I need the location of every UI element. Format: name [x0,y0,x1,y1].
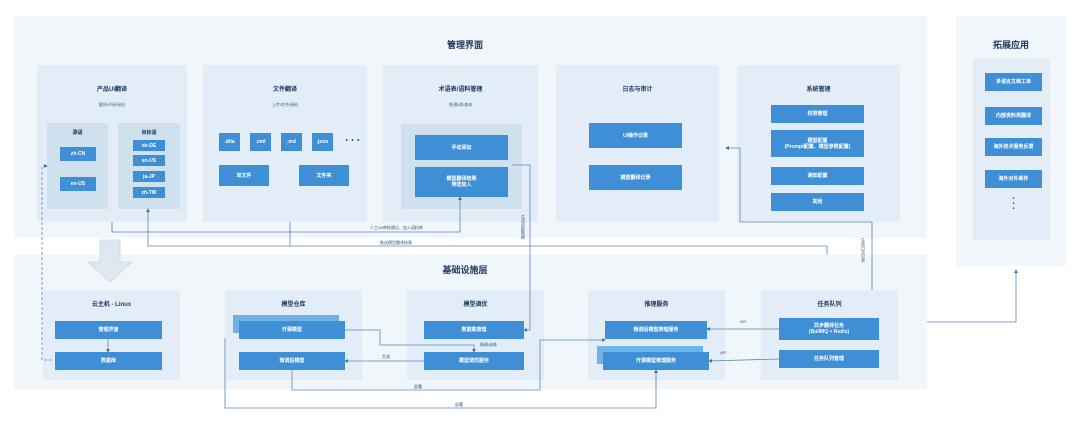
review-line [111,196,462,233]
model-result-filter-button[interactable]: 模型翻译结果 筛选加入 [415,167,508,197]
format-json[interactable]: .json [312,133,333,151]
source-lang-zh-cn[interactable]: zh-CN [60,147,96,161]
to-extension-line [927,269,1018,323]
other-button[interactable]: 其他 [771,193,864,211]
label-log-gen: 生成日志记录 [861,238,866,262]
cloud-database[interactable]: 数据库 [55,352,162,370]
deploy1-line [291,338,606,391]
task-queue-management[interactable]: 任务队列管理 [779,350,879,368]
model-log-button[interactable]: 模型翻译记录 [589,165,682,190]
product-ui-title: 产品UI翻译 [96,87,127,93]
label-review: 人工/AI审核通过，加入语料库 [370,225,423,230]
source-language-group [47,123,108,209]
open-source-model[interactable]: 开源模型 [239,321,345,339]
format-dita[interactable]: .dita [219,133,240,151]
dashed-link [41,164,52,361]
format-xml[interactable]: .xml [250,133,271,151]
build-dataset-line [512,164,531,332]
extension-item-2[interactable]: 内部资料英翻译 [985,107,1042,125]
model-tuning-title: 模型调优 [463,302,488,308]
extension-title: 拓展应用 [992,40,1029,50]
cloud-admin-ui[interactable]: 管理界面 [55,321,162,339]
permission-button[interactable]: 权限管理 [771,105,864,123]
logs-title: 日志与审计 [622,87,653,93]
extension-item-1[interactable]: 多语言文档工单 [985,73,1042,91]
manual-add-button[interactable]: 手动添加 [415,135,508,160]
single-file-button[interactable]: 单文件 [219,165,269,186]
target-lang-en-us[interactable]: en-US [133,155,165,166]
inference-title: 推理服务 [644,302,669,308]
extension-item-4[interactable]: 海外对外邮件 [985,170,1042,188]
model-config-button[interactable]: 模型配置 (Prompt配置、模型参数配置) [771,130,864,157]
label-api2: API [720,350,727,355]
task-queue-title: 任务队列 [817,302,842,308]
terminology-title: 术语表/语料管理 [438,87,483,93]
api2-line [708,358,780,363]
model-tuning-service[interactable]: 模型调优服务 [424,352,524,370]
label-generate: 生成 [382,354,390,359]
extension-item-3[interactable]: 海外技术服务反馈 [985,138,1042,156]
model-repo-title: 模型仓库 [281,302,306,308]
cloud-host-title: 云主机 - Linux [91,302,132,308]
extension-more: • • • [1012,196,1016,212]
log-gen-line [725,146,873,290]
ui-log-button[interactable]: UI操作记录 [589,123,682,148]
open-source-inference-service[interactable]: 开源模型推理服务 [603,352,709,370]
target-language-label: 目标语 [141,130,157,136]
format-md[interactable]: .md [281,133,302,151]
folder-button[interactable]: 文件夹 [299,165,349,186]
target-lang-de-de[interactable]: de-DE [133,140,165,151]
return-line [146,208,828,255]
label-build-dataset: 生成训练数据 [521,215,526,239]
finetuned-model[interactable]: 微调后模型 [239,352,345,370]
label-deploy1: 部署 [414,384,422,389]
source-language-label: 源语 [72,130,83,136]
target-lang-more: ... [147,200,151,205]
file-translation-subtitle: 上传/综合/接轨 [271,102,299,107]
terminology-subtitle: 增/删/改/查询 [448,102,473,107]
dataset-management[interactable]: 数据集管理 [424,321,524,339]
format-more: • • • [345,138,361,144]
file-translation-title: 文件翻译 [272,87,297,93]
big-down-arrow [86,239,134,283]
infrastructure-title: 基础设施层 [442,265,488,275]
finetuned-inference-service[interactable]: 微调后模型推理服务 [605,321,707,339]
notification-config-button[interactable]: 通知配置 [771,167,864,185]
product-ui-subtitle: 翻译/评阅/接轨 [98,102,126,107]
target-lang-zh-tw[interactable]: zh-TW [133,187,165,198]
finetune-line [345,329,476,353]
management-title: 管理界面 [446,40,483,50]
system-title: 系统管理 [806,87,831,93]
label-finetune: 微调/训练 [480,342,498,347]
deploy2-line [224,338,658,409]
label-api1: API [740,319,747,324]
label-deploy2: 部署 [455,402,463,407]
label-return: 推送模型翻译结果 [380,240,412,245]
async-translation-task[interactable]: 异步翻译任务 (BullMQ + Redis) [779,318,879,340]
source-lang-en-us[interactable]: en-US [60,177,96,191]
target-lang-ja-jp[interactable]: ja-JP [133,171,165,182]
source-lang-more: ... [76,198,80,203]
